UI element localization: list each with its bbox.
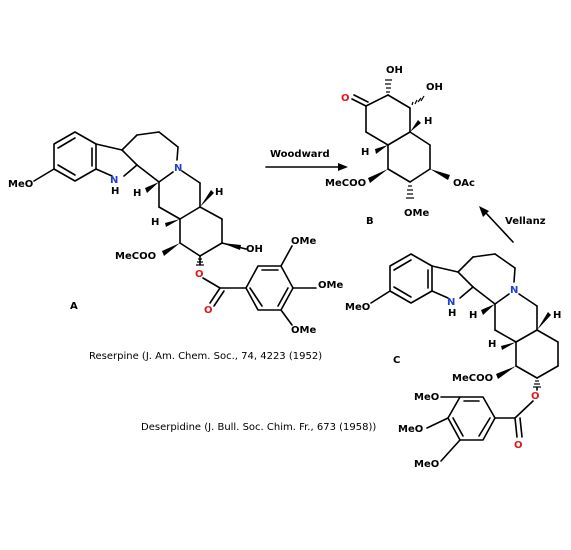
compound-a-oh-label: OH	[246, 244, 263, 255]
compound-a-nh-n-label: N	[110, 175, 118, 186]
compound-c-meo3-label: MeO	[414, 459, 439, 470]
woodward-arrow: Woodward	[265, 149, 348, 171]
compound-c-h3-label: H	[488, 339, 496, 350]
compound-a-h1-label: H	[133, 188, 141, 199]
compound-c-bonds	[370, 253, 559, 462]
compound-b-oac-label: OAc	[453, 178, 475, 189]
compound-c-letter: C	[393, 355, 400, 366]
reserpine-caption: Reserpine (J. Am. Chem. Soc., 74, 4223 (…	[89, 351, 322, 362]
compound-b-hashes	[385, 79, 425, 199]
compound-a-bonds	[33, 131, 317, 326]
compound-c-carbonyl-o-label: O	[514, 440, 523, 451]
compound-b-intermediate: O OH OH H H MeCOO OAc OMe B	[325, 65, 475, 227]
compound-b-oh1-label: OH	[386, 65, 403, 76]
compound-a-ome3-label: OMe	[291, 325, 316, 336]
compound-a-ome2-label: OMe	[318, 280, 343, 291]
compound-b-keto-o-label: O	[341, 93, 350, 104]
compound-a-ester-o-label: O	[195, 269, 204, 280]
compound-a-hash	[196, 258, 204, 266]
compound-a-h2-label: H	[215, 187, 223, 198]
compound-a-n-label: N	[174, 163, 182, 174]
compound-c-meo2-label: MeO	[398, 424, 423, 435]
compound-b-h1-label: H	[424, 116, 432, 127]
compound-a-meco-label: MeCOO	[115, 251, 156, 262]
compound-b-ome-label: OMe	[404, 208, 429, 219]
compound-c-meco-label: MeCOO	[452, 373, 493, 384]
compound-c-h1-label: H	[469, 310, 477, 321]
compound-a-h3-label: H	[151, 217, 159, 228]
vellanz-arrow: Vellanz	[479, 206, 546, 243]
compound-b-oh2-label: OH	[426, 82, 443, 93]
compound-a-ome1-label: OMe	[291, 236, 316, 247]
compound-c-nh-n-label: N	[447, 297, 455, 308]
compound-b-h2-label: H	[361, 147, 369, 158]
compound-c-meo-label: MeO	[345, 302, 370, 313]
compound-b-meco-label: MeCOO	[325, 178, 366, 189]
compound-a-letter: A	[70, 301, 78, 312]
compound-a-reserpine: MeO N N H H H H OH MeCOO O O OMe OMe OMe…	[8, 131, 343, 362]
compound-b-bonds	[351, 94, 431, 183]
compound-c-meo1-label: MeO	[414, 392, 439, 403]
compound-c-deserpidine: MeO N N H H H H MeCOO O O MeO MeO MeO C …	[141, 253, 561, 470]
compound-c-hash	[533, 380, 541, 388]
compound-c-h2-label: H	[553, 310, 561, 321]
vellanz-label: Vellanz	[505, 216, 546, 227]
compound-a-meo-label: MeO	[8, 179, 33, 190]
compound-a-carbonyl-o-label: O	[204, 305, 213, 316]
woodward-label: Woodward	[270, 149, 330, 160]
deserpidine-caption: Deserpidine (J. Bull. Soc. Chim. Fr., 67…	[141, 422, 376, 433]
compound-c-ester-o-label: O	[531, 391, 540, 402]
compound-b-letter: B	[366, 216, 374, 227]
compound-a-nh-h-label: H	[111, 186, 119, 197]
compound-c-nh-h-label: H	[448, 308, 456, 319]
compound-c-n-label: N	[510, 285, 518, 296]
